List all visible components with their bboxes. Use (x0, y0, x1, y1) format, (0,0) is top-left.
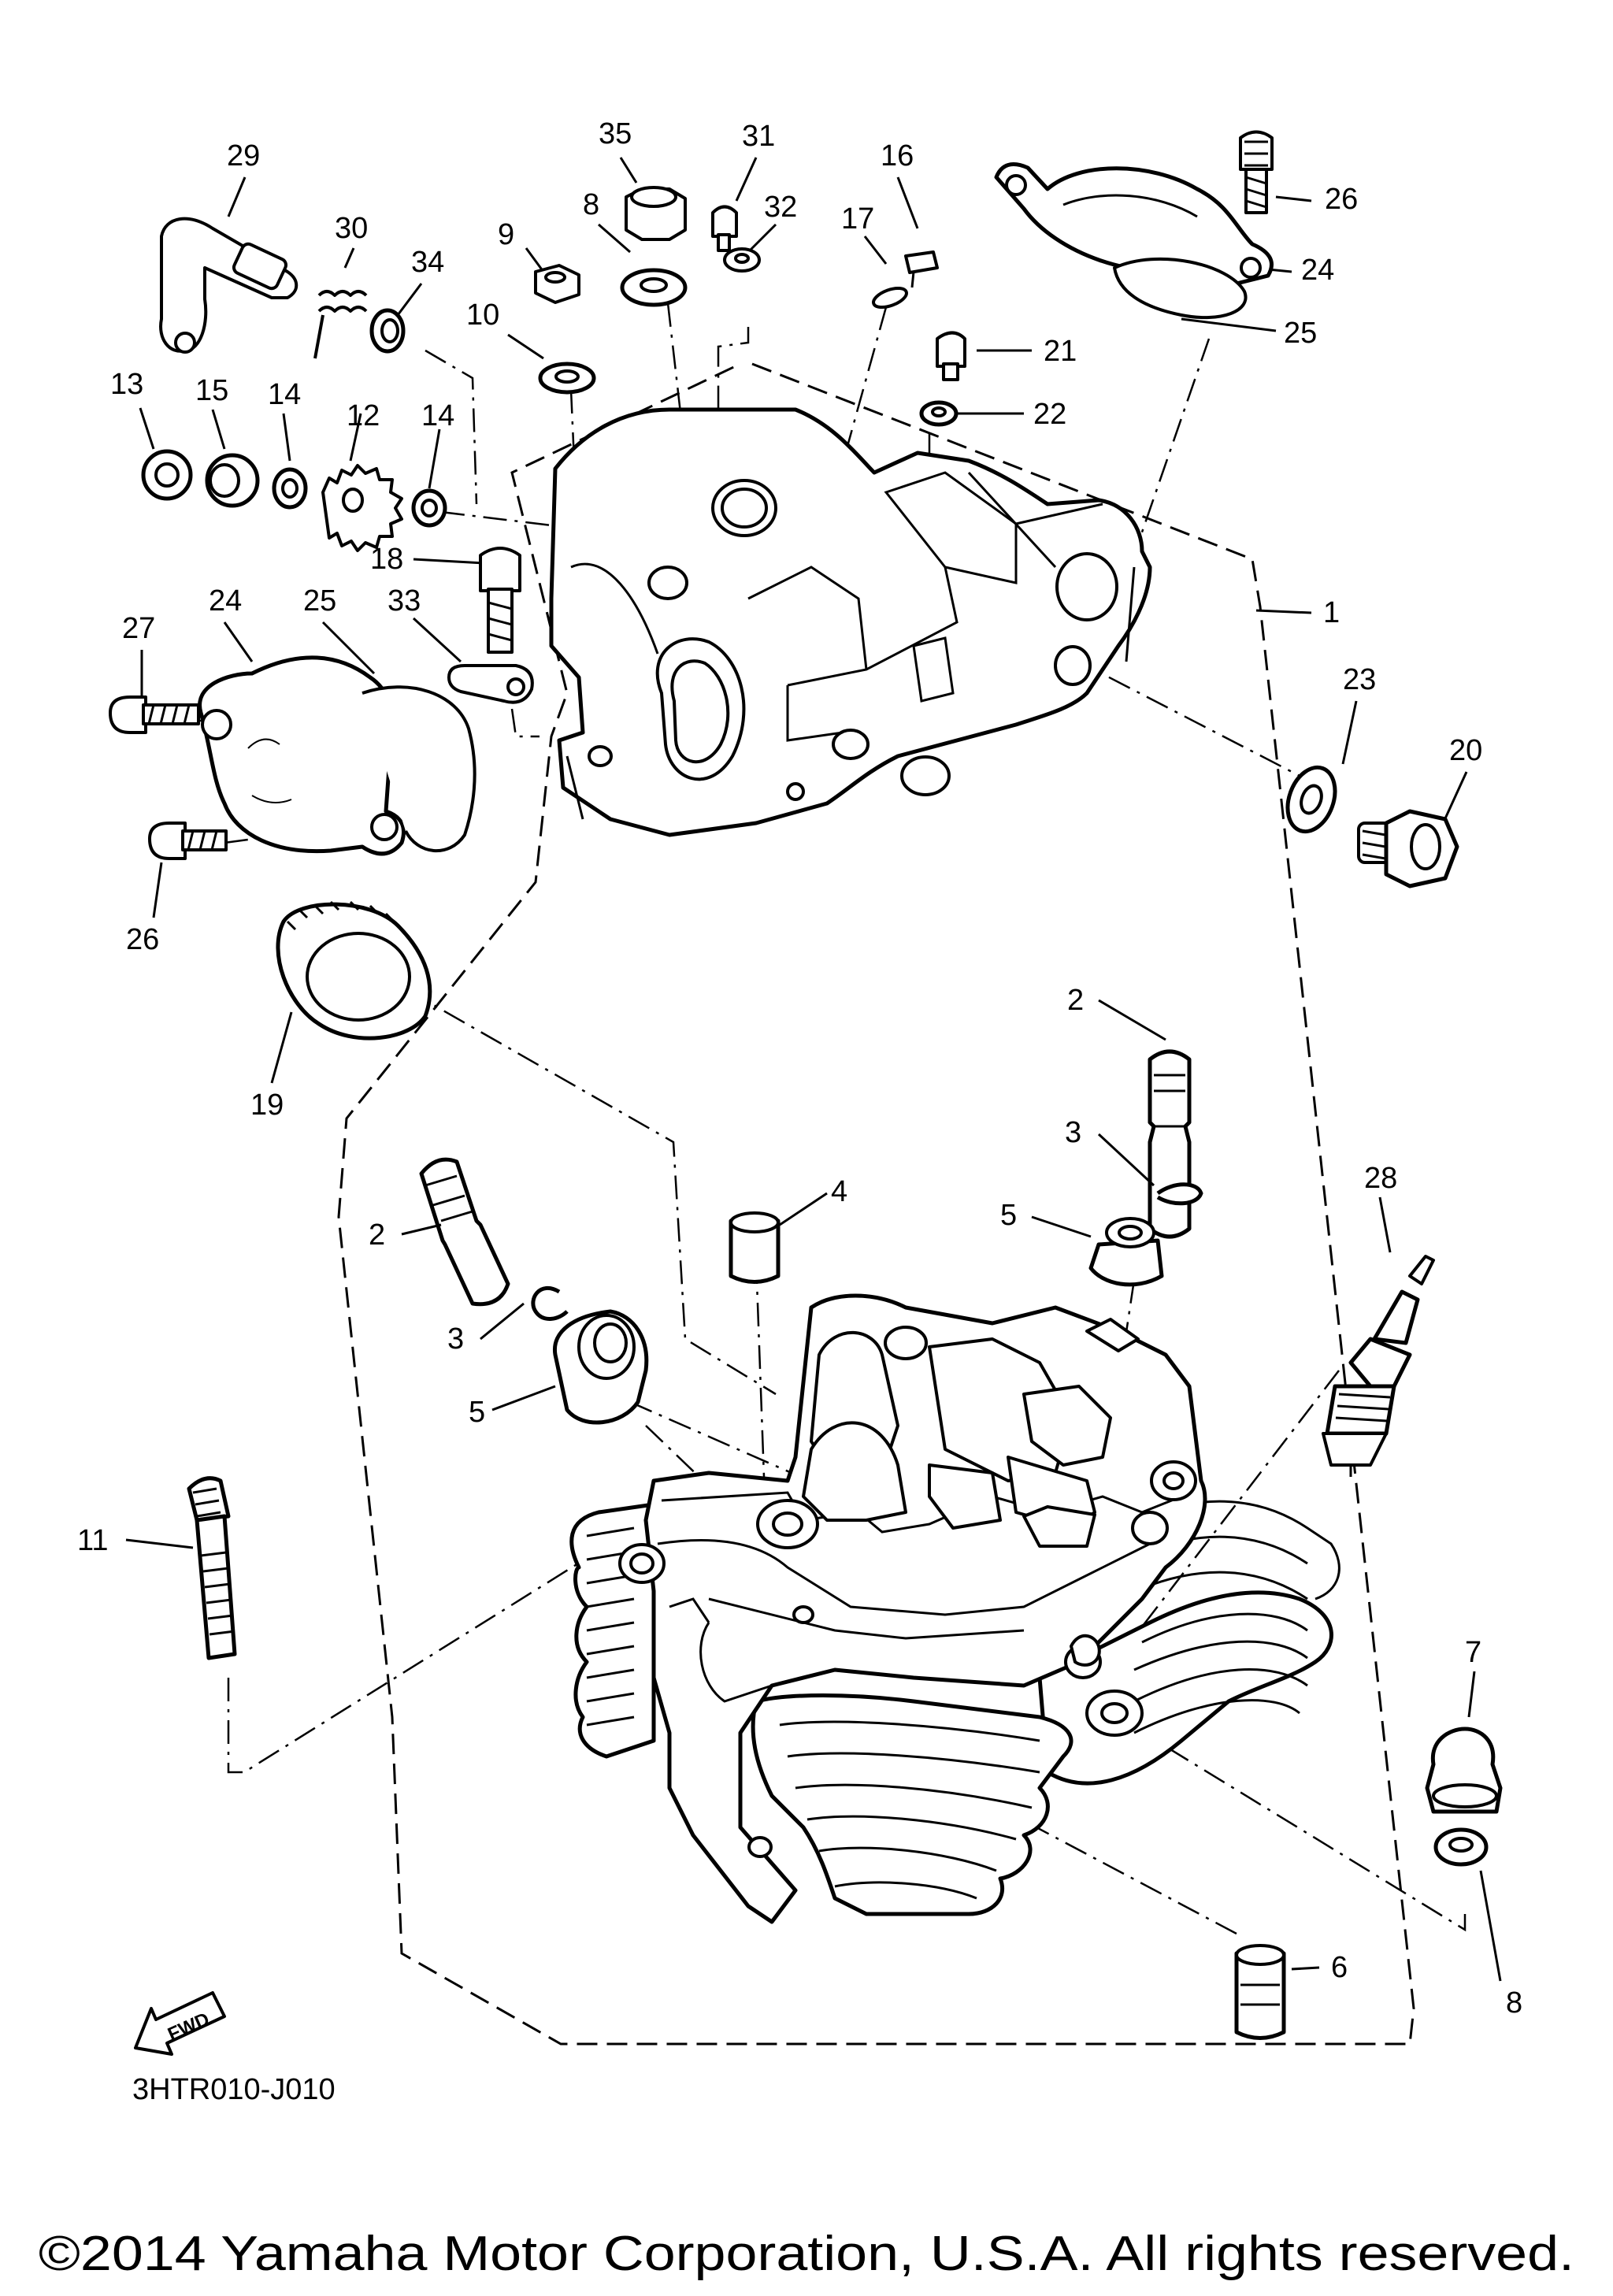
drawing-code: 3HTR010-J010 (132, 2073, 336, 2106)
callout-11: 11 (77, 1524, 108, 1557)
bolt (109, 695, 200, 734)
bolt (187, 1476, 237, 1660)
nut (534, 264, 580, 304)
washer (272, 467, 308, 510)
washer (411, 488, 447, 528)
callout-3: 3 (447, 1322, 464, 1356)
callout-30: 30 (335, 212, 368, 245)
washer (723, 247, 761, 273)
callout-6: 6 (1331, 1951, 1348, 1984)
callout-22: 22 (1033, 398, 1066, 431)
dowel-pin (1234, 1944, 1286, 2040)
bolt (479, 547, 521, 654)
o-ring-gasket (362, 685, 476, 853)
callout-17: 17 (841, 202, 874, 236)
callout-4: 4 (831, 1175, 847, 1208)
assembly-boundary (337, 362, 1415, 2046)
callout-25: 25 (1284, 317, 1317, 350)
intake-seal (276, 900, 432, 1040)
callout-24: 24 (209, 584, 242, 618)
spring (313, 290, 368, 359)
callout-10: 10 (466, 299, 499, 332)
callout-31: 31 (742, 120, 775, 153)
callout-24: 24 (1301, 254, 1334, 287)
callout-18: 18 (370, 543, 403, 576)
oil-seal (369, 308, 406, 354)
leader-lines-lower (125, 999, 1502, 1982)
callout-34: 34 (411, 246, 444, 279)
callout-1: 1 (1323, 596, 1340, 629)
washer (919, 400, 959, 427)
callout-28: 28 (1364, 1162, 1397, 1195)
callout-27: 27 (122, 612, 155, 645)
screw (904, 250, 939, 288)
callout-labels: 29 30 34 9 10 8 35 31 32 16 17 26 24 25 … (77, 117, 1522, 2020)
callout-25: 25 (303, 584, 336, 618)
forward-direction-arrow: FWD (134, 1991, 226, 2056)
callout-5: 5 (469, 1396, 485, 1429)
lower-small-parts (187, 1049, 1503, 2040)
tappet-cover (198, 655, 406, 856)
callout-8: 8 (1506, 1986, 1522, 2020)
bolt (148, 822, 228, 860)
callout-2: 2 (369, 1218, 385, 1252)
callout-15: 15 (195, 374, 228, 407)
callout-5: 5 (1000, 1199, 1017, 1232)
washer (1433, 1827, 1489, 1867)
bearing (205, 453, 260, 508)
washer (1285, 765, 1337, 834)
oil-seal (141, 449, 193, 501)
callout-21: 21 (1044, 335, 1077, 368)
valve-stem-seal (1088, 1217, 1164, 1287)
bolt (711, 205, 738, 252)
bolt (1239, 130, 1274, 214)
upper-small-parts (109, 130, 1459, 1040)
decompression-lever-shaft (159, 217, 298, 354)
washer (538, 362, 596, 395)
o-ring-gasket (1113, 257, 1248, 320)
alignment-lines (197, 302, 1467, 1935)
callout-14: 14 (421, 399, 454, 432)
callout-33: 33 (387, 584, 421, 618)
callout-14: 14 (268, 378, 301, 411)
cap-nut (1425, 1727, 1503, 1814)
circlip (531, 1285, 569, 1321)
cylinder-head (569, 1293, 1340, 1924)
valve-guide (1148, 1049, 1192, 1239)
plug-bolt (1357, 809, 1459, 888)
dowel-pin (729, 1211, 781, 1284)
callout-8: 8 (583, 188, 599, 221)
cap-nut (625, 186, 687, 241)
callout-23: 23 (1343, 663, 1376, 696)
callout-2: 2 (1067, 984, 1084, 1017)
washer (620, 268, 688, 307)
gear (321, 464, 403, 552)
copyright-notice: ©2014 Yamaha Motor Corporation, U.S.A. A… (39, 2227, 1574, 2281)
callout-9: 9 (498, 218, 514, 251)
callout-16: 16 (881, 139, 914, 172)
callout-29: 29 (227, 139, 260, 172)
callout-7: 7 (1465, 1636, 1481, 1669)
valve-guide (419, 1157, 510, 1307)
bracket (447, 664, 534, 704)
callout-3: 3 (1065, 1116, 1081, 1149)
callout-35: 35 (599, 117, 632, 150)
callout-32: 32 (764, 191, 797, 224)
washer (872, 286, 908, 310)
spark-plug (1322, 1255, 1435, 1477)
bolt (936, 331, 966, 381)
valve-stem-seal (552, 1309, 649, 1425)
callout-20: 20 (1449, 734, 1482, 767)
callout-19: 19 (250, 1089, 284, 1122)
callout-26: 26 (1325, 183, 1358, 216)
callout-12: 12 (347, 399, 380, 432)
circlip (1156, 1182, 1203, 1206)
callout-26: 26 (126, 923, 159, 956)
callout-13: 13 (110, 368, 143, 401)
cylinder-head-cover (549, 407, 1152, 837)
